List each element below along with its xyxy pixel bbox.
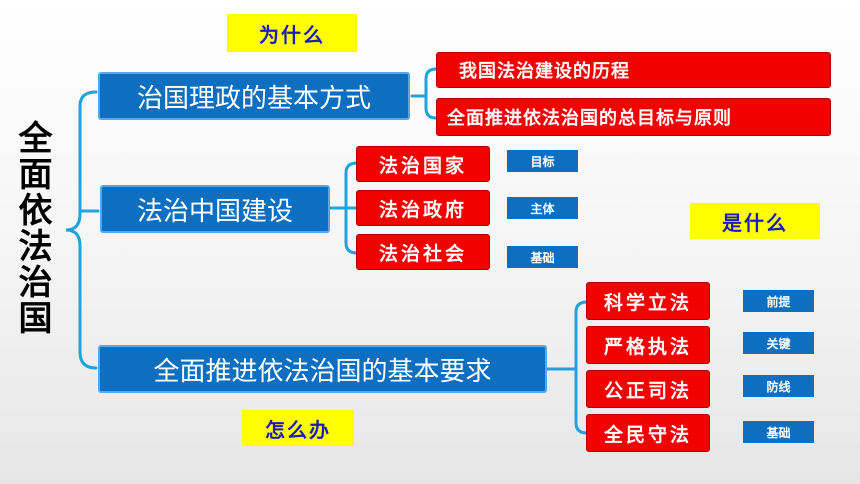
node-law-society: 法治社会 <box>356 234 490 270</box>
node-fair-justice: 公正司法 <box>586 370 710 408</box>
node-strict-enforcement: 严格执法 <box>586 326 710 364</box>
tag-subject: 主体 <box>507 197 578 219</box>
tag-key: 关键 <box>743 332 814 354</box>
node-law-government: 法治政府 <box>356 190 490 226</box>
tag-premise: 前提 <box>743 290 814 312</box>
tag-foundation-2: 基础 <box>743 421 814 443</box>
node-law-state: 法治国家 <box>356 146 490 182</box>
branch-basic-requirements: 全面推进依法治国的基本要求 <box>98 345 547 393</box>
tag-goal: 目标 <box>507 150 578 172</box>
tag-defense-line: 防线 <box>743 375 814 397</box>
label-how: 怎么办 <box>242 410 354 446</box>
label-what: 是什么 <box>690 203 820 239</box>
node-overall-goal: 全面推进依法治国的总目标与原则 <box>436 98 831 136</box>
node-law-abiding-public: 全民守法 <box>586 414 710 452</box>
node-scientific-legislation: 科学立法 <box>586 282 710 320</box>
node-history: 我国法治建设的历程 <box>436 52 831 88</box>
page-title: 全面依法治国 <box>12 120 52 336</box>
tag-foundation: 基础 <box>507 246 578 268</box>
label-why: 为什么 <box>227 14 357 52</box>
branch-rule-of-law-china: 法治中国建设 <box>100 185 330 233</box>
branch-basic-method: 治国理政的基本方式 <box>98 72 410 120</box>
